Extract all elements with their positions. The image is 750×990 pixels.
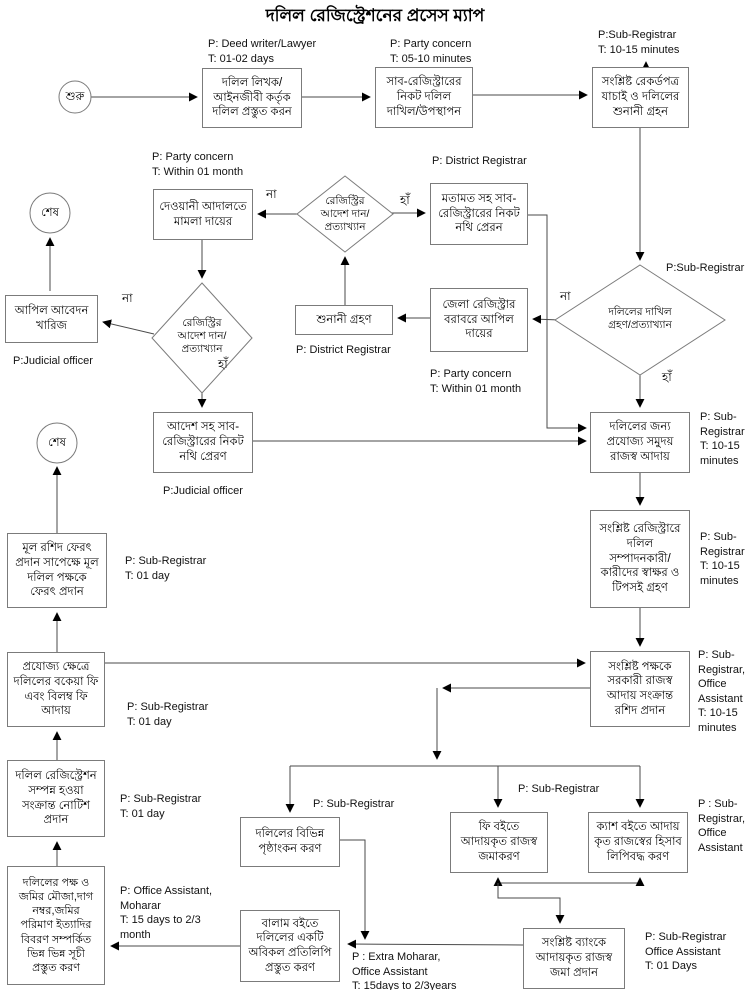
node-send-file-with-order: আদেশ সহ সাব- রেজিস্ট্রারের নিকট নথি প্রে… [153,412,253,473]
terminal-start: শুরু [65,90,85,103]
node-fee-book-entry: ফি বইতে আদায়কৃত রাজস্ব জমাকরণ [450,812,548,873]
annotation-notish: P: Sub-Registrar T: 01 day [120,793,202,820]
terminal-and-decision-shapes [29,80,726,464]
node-prepare-indexes: দলিলের পক্ষ ও জমির মৌজা,দাগ নম্বর,জমির প… [7,866,105,985]
node-appeal-dismissed: আপিল আবেদন খারিজ [5,295,98,343]
node-verify-records: সংশ্লিষ্ট রেকর্ডপত্র যাচাই ও দলিলের শুনা… [592,67,689,128]
label-no-reg1: না [266,187,277,201]
annotation-mul: P: Sub-Registrar T: 01 day [125,555,207,582]
node-completion-notice: দলিল রেজিস্ট্রেশন সম্পন্ন হওয়া সংক্রান্… [7,760,105,837]
node-collect-revenue: দলিলের জন্য প্রযোজ্য সমুদয় রাজস্ব আদায় [590,412,690,473]
annotation-prishtha: P: Sub-Registrar [313,798,395,810]
end-circle-2-shape [36,422,78,464]
annotation-submit: P: Party concern T: 05-10 minutes [390,38,472,65]
annotation-prepare: P: Deed writer/Lawyer T: 01-02 days [208,38,317,65]
label-no-dakhil: না [560,289,571,303]
node-endorsements: দলিলের বিভিন্ন পৃষ্ঠাংকন করণ [240,817,340,867]
annotation-cash: P : Sub- Registrar, Office Assistant [698,798,746,854]
node-return-original-deed: মূল রশিদ ফেরৎ প্রদান সাপেক্ষে মূল দলিল প… [7,533,107,608]
annotation-bank: P: Sub-Registrar Office Assistant T: 01 … [645,931,727,973]
annotation-balam: P : Extra Moharar, Office Assistant T: 1… [352,951,457,990]
node-signature-thumbprint: সংশ্লিষ্ট রেজিস্ট্রারে দলিল সম্পাদনকারী/… [590,510,690,608]
annotation-jela: P: Party concern T: Within 01 month [430,368,522,395]
node-hearing: শুনানী গ্রহণ [295,305,393,335]
annotation-rajosso: P: Sub- Registrar T: 10-15 minutes [700,411,745,467]
annotation-roshid: P: Sub- Registrar, Office Assistant T: 1… [698,649,746,734]
node-registry-order-decision-1: রেজিস্ট্রির আদেশ দান/ প্রত্যাখ্যান [320,195,370,233]
annotation-fee: P: Sub-Registrar [518,783,600,795]
node-submit-deed: সাব-রেজিস্ট্রারের নিকট দলিল দাখিল/উপস্থা… [375,67,473,128]
annotation-motamot: P: District Registrar [432,155,527,167]
annotation-suchi: P: Office Assistant, Moharar T: 15 days … [120,885,213,941]
node-cash-book-entry: ক্যাশ বইতে আদায় কৃত রাজস্বের হিসাব লিপি… [588,812,688,873]
annotation-dakhil: P:Sub-Registrar [666,262,745,274]
node-collect-due-fees: প্রযোজ্য ক্ষেত্রে দলিলের বকেয়া ফি এবং ব… [7,652,105,727]
node-send-file-with-opinion: মতামত সহ সাব- রেজিস্ট্রারের নিকট নথি প্র… [430,183,528,245]
registry-order-decision-1-shape [296,175,394,253]
annotation-kharij: P:Judicial officer [13,355,93,367]
annotation-verify: P:Sub-Registrar T: 10-15 minutes [598,29,680,56]
annotation-adesh: P:Judicial officer [163,485,243,497]
end-circle-1-shape [29,192,71,234]
label-no-reg2: না [122,291,133,305]
node-prepare-deed: দলিল লিখক/ আইনজীবী কর্তৃক দলিল প্রস্তুত … [202,68,302,128]
registry-order-decision-2-shape [151,282,253,394]
node-deed-filing-decision: দলিলের দাখিল গ্রহণ/প্রত্যাখ্যান [608,306,672,331]
deed-filing-decision-shape [554,264,726,376]
annotation-dewani: P: Party concern T: Within 01 month [152,151,244,178]
node-balam-copy: বালাম বইতে দলিলের একটি অবিকল প্রতিলিপি প… [240,910,340,982]
label-yes-reg2: হাঁ [218,357,228,371]
annotation-sign: P: Sub- Registrar T: 10-15 minutes [700,531,745,587]
node-bank-deposit: সংশ্লিষ্ট ব্যাংকে আদায়কৃত রাজস্ব জমা প্… [523,928,625,989]
label-yes-dakhil: হাঁ [662,370,672,384]
terminal-end-1: শেষ [41,206,59,219]
start-circle-shape [58,80,92,114]
annotation-shunani: P: District Registrar [296,344,391,356]
page-title: দলিল রেজিস্ট্রেশনের প্রসেস ম্যাপ [265,6,485,25]
label-yes-reg1: হাঁ [400,193,410,207]
node-revenue-receipt: সংশ্লিষ্ট পক্ষকে সরকারী রাজস্ব আদায় সংক… [590,651,690,727]
node-appeal-district-registrar: জেলা রেজিস্ট্রার বরাবরে আপিল দায়ের [430,288,528,352]
terminal-end-2: শেষ [48,436,66,449]
node-civil-court-case: দেওয়ানী আদালতে মামলা দায়ের [153,189,253,240]
node-registry-order-decision-2: রেজিস্ট্রির আদেশ দান/ প্রত্যাখ্যান [177,317,227,355]
annotation-bokeya: P: Sub-Registrar T: 01 day [127,701,209,728]
